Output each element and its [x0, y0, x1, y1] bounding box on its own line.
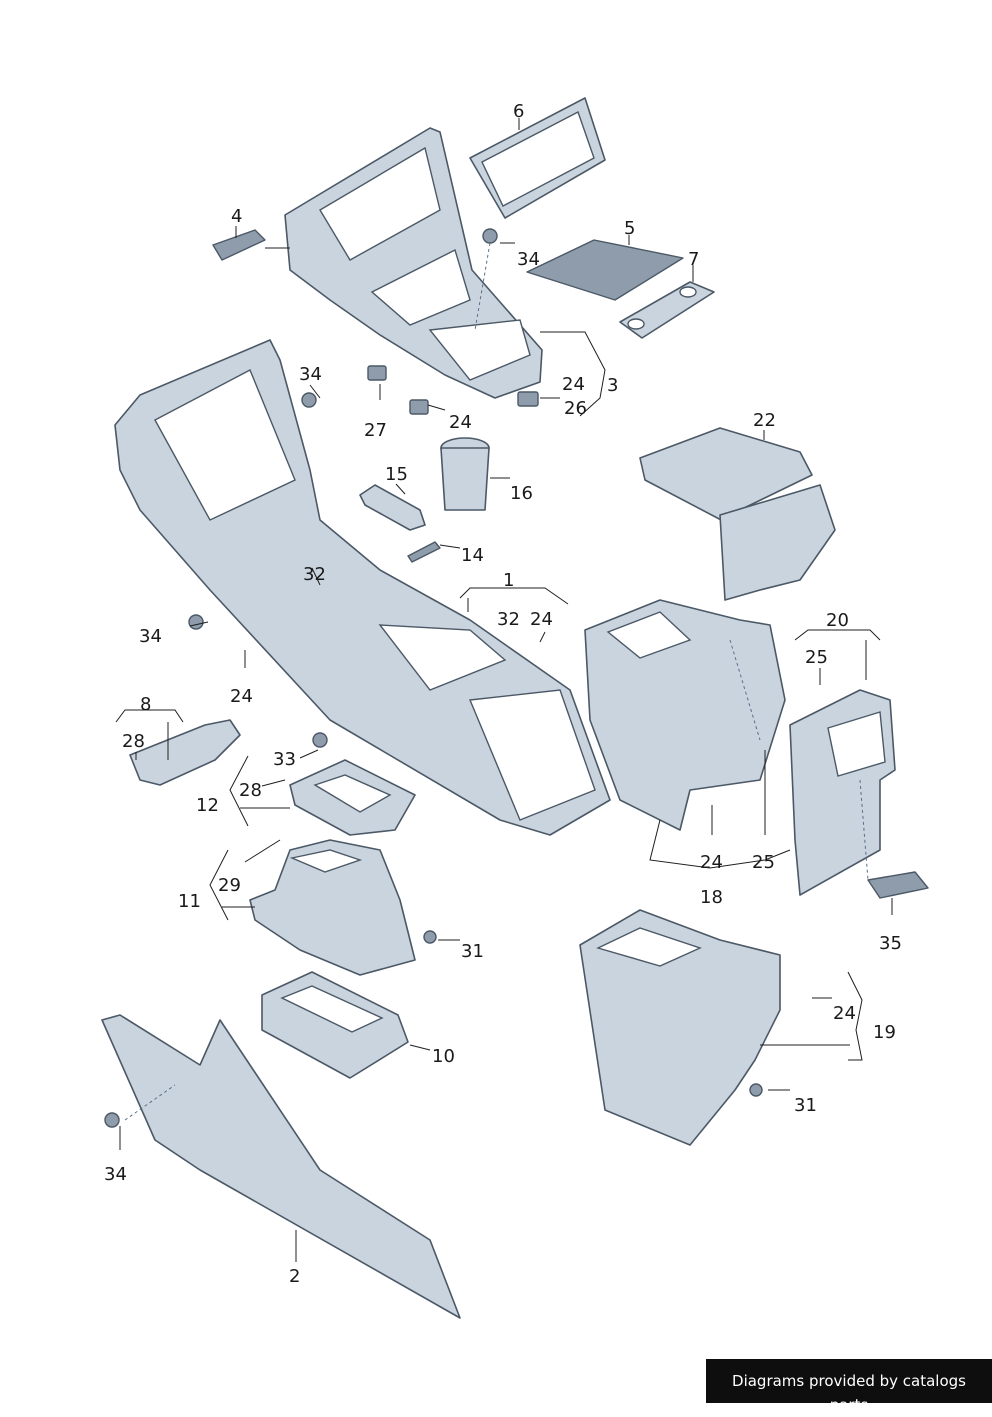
part-8-bracket	[129, 719, 241, 786]
leader-lines	[115, 118, 893, 1262]
callout-35[interactable]: 35	[879, 933, 902, 954]
callout-31-upper[interactable]: 31	[461, 941, 484, 962]
callout-2[interactable]: 2	[289, 1266, 300, 1287]
callout-25-upper[interactable]: 25	[805, 647, 828, 668]
part-20-rear-trim	[789, 689, 896, 896]
part-4-switch	[212, 229, 266, 261]
callout-28-left[interactable]: 28	[122, 731, 145, 752]
callout-31-lower[interactable]: 31	[794, 1095, 817, 1116]
callout-8[interactable]: 8	[140, 694, 151, 715]
part-15-lid	[359, 484, 426, 531]
callout-1[interactable]: 1	[503, 570, 514, 591]
callout-24-lower[interactable]: 24	[833, 1003, 856, 1024]
callout-32-rear[interactable]: 32	[497, 609, 520, 630]
callout-6[interactable]: 6	[513, 101, 524, 122]
callout-19[interactable]: 19	[873, 1022, 896, 1043]
part-5-mat	[526, 239, 684, 301]
nuts	[423, 930, 763, 1097]
part-11-storage-tray	[249, 839, 416, 976]
part-7-trim-strip	[619, 281, 715, 339]
callout-28-center[interactable]: 28	[239, 780, 262, 801]
callout-11[interactable]: 11	[178, 891, 201, 912]
part-22-armrest	[639, 427, 836, 601]
callout-12[interactable]: 12	[196, 795, 219, 816]
callout-32-console[interactable]: 32	[303, 564, 326, 585]
part-6-frame-insert	[469, 97, 606, 219]
callout-25-lower[interactable]: 25	[752, 852, 775, 873]
callout-15[interactable]: 15	[385, 464, 408, 485]
callout-24-upper-center[interactable]: 24	[449, 412, 472, 433]
part-12-mounting-frame	[289, 759, 416, 836]
part-2-side-panel	[101, 1014, 461, 1319]
part-10-insert	[261, 971, 409, 1079]
part-19-lower-body	[579, 909, 781, 1146]
callout-34-left[interactable]: 34	[139, 626, 162, 647]
part-18-housing	[584, 599, 786, 831]
part-3-upper-trim-panel	[284, 127, 543, 399]
callout-34-upper-right[interactable]: 34	[517, 249, 540, 270]
callout-5[interactable]: 5	[624, 218, 635, 239]
callout-22[interactable]: 22	[753, 410, 776, 431]
callout-20[interactable]: 20	[826, 610, 849, 631]
callout-34-lower[interactable]: 34	[104, 1164, 127, 1185]
callout-7[interactable]: 7	[688, 249, 699, 270]
callouts: 1 2 3 4 5 6 7 8 10 11 12 14 15 16 18 19 …	[104, 101, 902, 1287]
callout-24-left[interactable]: 24	[230, 686, 253, 707]
callout-3[interactable]: 3	[607, 375, 618, 396]
callout-24-console[interactable]: 24	[530, 609, 553, 630]
callout-27[interactable]: 27	[364, 420, 387, 441]
callout-16[interactable]: 16	[510, 483, 533, 504]
callout-29[interactable]: 29	[218, 875, 241, 896]
part-35-usb-module	[867, 871, 929, 899]
callout-24-housing[interactable]: 24	[700, 852, 723, 873]
callout-10[interactable]: 10	[432, 1046, 455, 1067]
footer-attribution-text: Diagrams provided by catalogs parts	[732, 1372, 966, 1414]
part-14-bracket	[407, 541, 441, 563]
callout-26[interactable]: 26	[564, 398, 587, 419]
callout-24-upper-right[interactable]: 24	[562, 374, 585, 395]
clips-upper	[367, 365, 539, 415]
part-1-center-console	[114, 339, 611, 836]
footer-attribution-badge: Diagrams provided by catalogs parts	[706, 1359, 992, 1414]
callout-34-upper-left[interactable]: 34	[299, 364, 322, 385]
callout-14[interactable]: 14	[461, 545, 484, 566]
callout-4[interactable]: 4	[231, 206, 242, 227]
callout-33[interactable]: 33	[273, 749, 296, 770]
callout-18[interactable]: 18	[700, 887, 723, 908]
part-16-cup-holder	[440, 437, 490, 511]
